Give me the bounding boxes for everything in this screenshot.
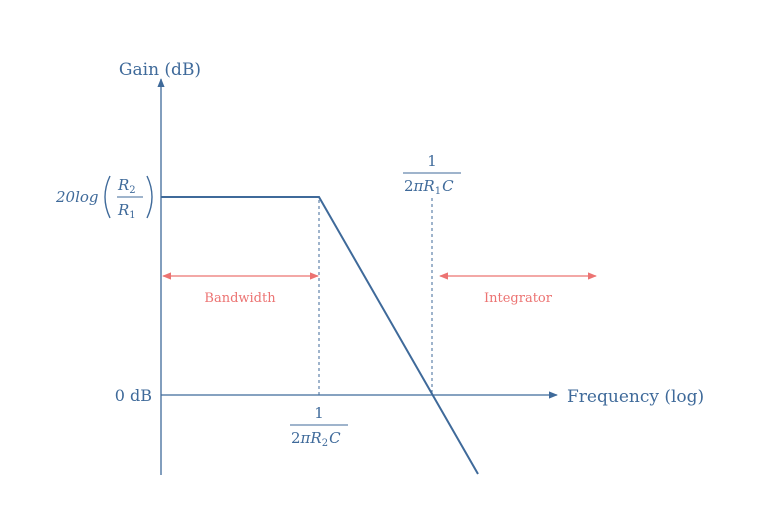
corner-frequency-label: 1 2πR2C	[290, 404, 348, 449]
integrator-label: Integrator	[484, 291, 553, 306]
gain-prefix: 20log	[55, 188, 99, 206]
unity-gain-frequency-label: 1 2πR1C	[403, 152, 461, 197]
svg-text:1: 1	[427, 152, 437, 170]
gain-curve	[161, 196, 479, 475]
svg-text:2πR1C: 2πR1C	[404, 177, 454, 197]
gain-denominator: R1	[117, 201, 136, 221]
zero-db-label: 0 dB	[115, 386, 152, 405]
high-gain-label: 20log R2 R1	[55, 175, 153, 221]
svg-text:1: 1	[314, 404, 324, 422]
bandwidth-label: Bandwidth	[204, 291, 276, 306]
svg-text:2πR2C: 2πR2C	[291, 429, 341, 449]
gain-numerator: R2	[117, 176, 136, 196]
y-axis-label: Gain (dB)	[119, 60, 201, 80]
x-axis-label: Frequency (log)	[567, 387, 704, 407]
